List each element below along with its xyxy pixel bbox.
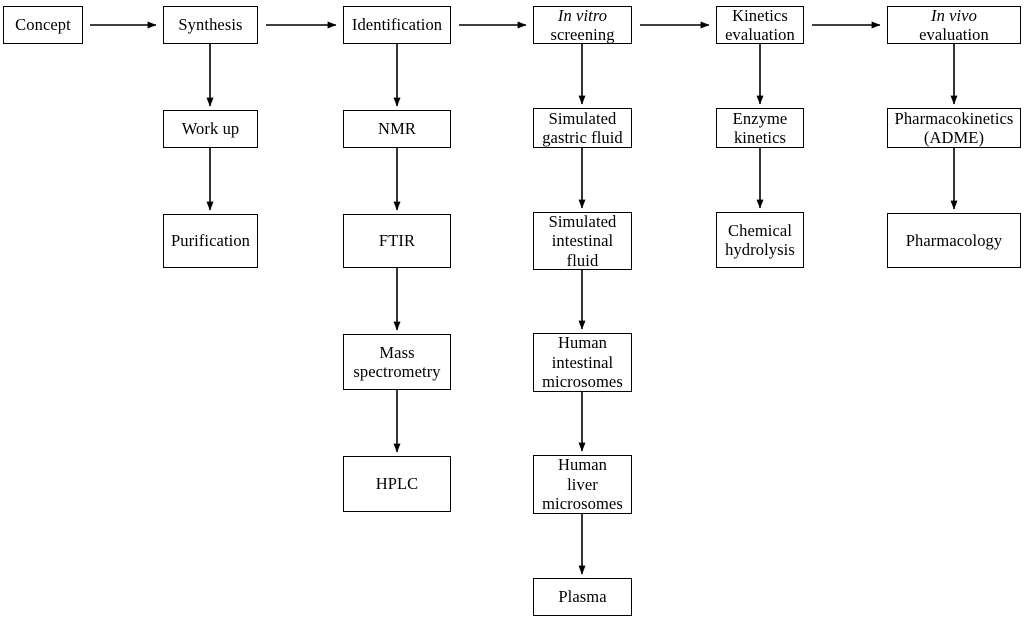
node-synthesis[interactable]: Synthesis: [163, 6, 258, 44]
node-concept[interactable]: Concept: [3, 6, 83, 44]
node-label: Identification: [351, 15, 443, 35]
node-label: Pharmacology: [905, 230, 1003, 250]
node-label: Purification: [170, 231, 251, 251]
edges: [90, 21, 958, 575]
node-label: FTIR: [378, 231, 416, 251]
node-nmr[interactable]: NMR: [343, 110, 451, 148]
node-pharmacology[interactable]: Pharmacology: [887, 213, 1021, 268]
node-label: Plasma: [558, 587, 607, 607]
node-label: NMR: [378, 119, 416, 139]
node-purification[interactable]: Purification: [163, 214, 258, 268]
node-work-up[interactable]: Work up: [163, 110, 258, 148]
node-label: Pharmacokinetics(ADME): [894, 108, 1014, 147]
node-label: Synthesis: [178, 15, 243, 35]
node-pharmacokinetics-adme[interactable]: Pharmacokinetics(ADME): [887, 108, 1021, 148]
node-plasma[interactable]: Plasma: [533, 578, 632, 616]
node-label: HPLC: [375, 474, 419, 494]
node-label: Concept: [15, 15, 71, 35]
node-identification[interactable]: Identification: [343, 6, 451, 44]
node-hplc[interactable]: HPLC: [343, 456, 451, 512]
node-ftir[interactable]: FTIR: [343, 214, 451, 268]
node-label: Work up: [181, 119, 240, 139]
